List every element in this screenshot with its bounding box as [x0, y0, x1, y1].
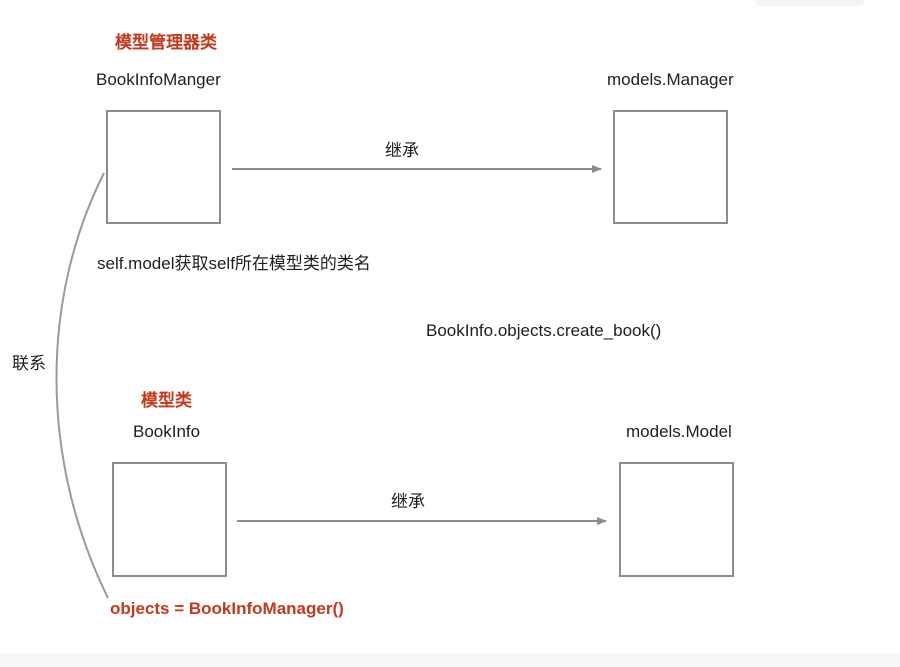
relation-label: 联系 — [12, 354, 46, 373]
model-category-label: 模型类 — [141, 391, 192, 410]
model-class-name: BookInfo — [133, 422, 201, 441]
base-manager-class-name: models.Manager — [607, 70, 734, 89]
relation-curve — [55, 172, 109, 599]
window-bottom-edge — [0, 653, 900, 667]
inherit-label-top: 继承 — [385, 141, 419, 160]
inherit-label-bottom: 继承 — [391, 492, 425, 511]
manager-category-label: 模型管理器类 — [115, 33, 217, 52]
base-model-class-name: models.Model — [626, 422, 732, 441]
base-manager-class-box — [613, 110, 728, 224]
self-model-note: self.model获取self所在模型类的类名 — [97, 254, 371, 273]
manager-class-name: BookInfoManger — [96, 70, 221, 89]
window-top-edge — [756, 0, 864, 6]
objects-assignment: objects = BookInfoManager() — [110, 599, 344, 618]
create-book-call: BookInfo.objects.create_book() — [426, 321, 662, 340]
manager-class-box — [106, 110, 221, 224]
model-class-box — [112, 462, 227, 577]
base-model-class-box — [619, 462, 734, 577]
